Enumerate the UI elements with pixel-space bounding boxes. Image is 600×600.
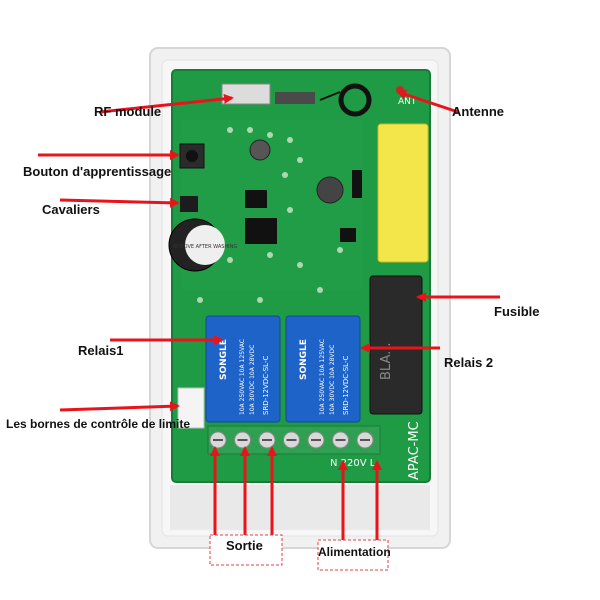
antenna-pcb-text: ANT xyxy=(398,97,417,107)
voltage-pcb-text: N 220V L xyxy=(330,458,376,469)
buzzer-sticker-text: REMOVE AFTER WASHING xyxy=(173,244,238,250)
label-antenne: Antenne xyxy=(452,104,504,119)
relay-2-rating-2: 10A 30VDC 10A 28VDC xyxy=(329,345,336,415)
ic-chip-2 xyxy=(245,218,277,244)
model-pcb-text: APAC-MC xyxy=(407,421,422,480)
annotation-arrows xyxy=(38,89,500,545)
ic-chip-1 xyxy=(245,190,267,208)
antenna-wire xyxy=(319,91,341,101)
label-fusible: Fusible xyxy=(494,304,540,319)
fuse-holder xyxy=(369,275,423,415)
relay-2-rating-1: 10A 250VAC 10A 125VAC xyxy=(319,339,326,415)
arrow-bornes xyxy=(59,401,180,412)
relay-1-brand: SONGLE xyxy=(219,339,229,380)
capacitor-small xyxy=(249,139,271,161)
label-alimentation: Alimentation xyxy=(318,545,391,559)
relay-1-model: SRD-12VDC-SL-C xyxy=(262,356,270,415)
fuse-pcb-text: BLA... xyxy=(379,342,394,380)
label-bouton: Bouton d'apprentissage xyxy=(23,164,172,179)
rf-module-chip xyxy=(275,92,315,104)
terminal-screws xyxy=(209,431,374,449)
x-capacitor xyxy=(377,123,429,263)
relay-2: SONGLE 10A 250VAC 10A 125VAC 10A 30VDC 1… xyxy=(285,315,361,423)
sortie-box xyxy=(209,534,283,566)
transistor xyxy=(340,228,356,242)
relay-2-model: SRD-12VDC-SL-C xyxy=(342,356,350,415)
arrow-cavaliers xyxy=(59,197,180,208)
capacitor-large xyxy=(316,176,344,204)
relay-1-rating-2: 10A 30VDC 10A 28VDC xyxy=(249,345,256,415)
arrow-rf-module xyxy=(99,93,234,114)
label-bornes: Les bornes de contrôle de limite xyxy=(6,417,191,431)
arrow-antenne xyxy=(396,89,459,114)
jumper-block xyxy=(180,196,198,212)
label-relais2: Relais 2 xyxy=(444,355,494,370)
enclosure-bottom-shadow xyxy=(170,485,430,530)
buzzer-sticker xyxy=(185,225,225,265)
relay-1-rating-1: 10A 250VAC 10A 125VAC xyxy=(239,339,246,415)
antenna-coil xyxy=(338,83,372,117)
diode xyxy=(352,170,362,198)
label-sortie: Sortie xyxy=(226,538,263,553)
learn-button-cap xyxy=(186,150,198,162)
rf-module xyxy=(221,83,271,105)
relay-2-brand: SONGLE xyxy=(299,339,309,380)
label-cavaliers: Cavaliers xyxy=(42,202,100,217)
label-relais1: Relais1 xyxy=(78,343,124,358)
relay-1: SONGLE 10A 250VAC 10A 125VAC 10A 30VDC 1… xyxy=(205,315,281,423)
alimentation-box xyxy=(317,539,389,571)
label-rf-module: RF module xyxy=(94,104,162,119)
